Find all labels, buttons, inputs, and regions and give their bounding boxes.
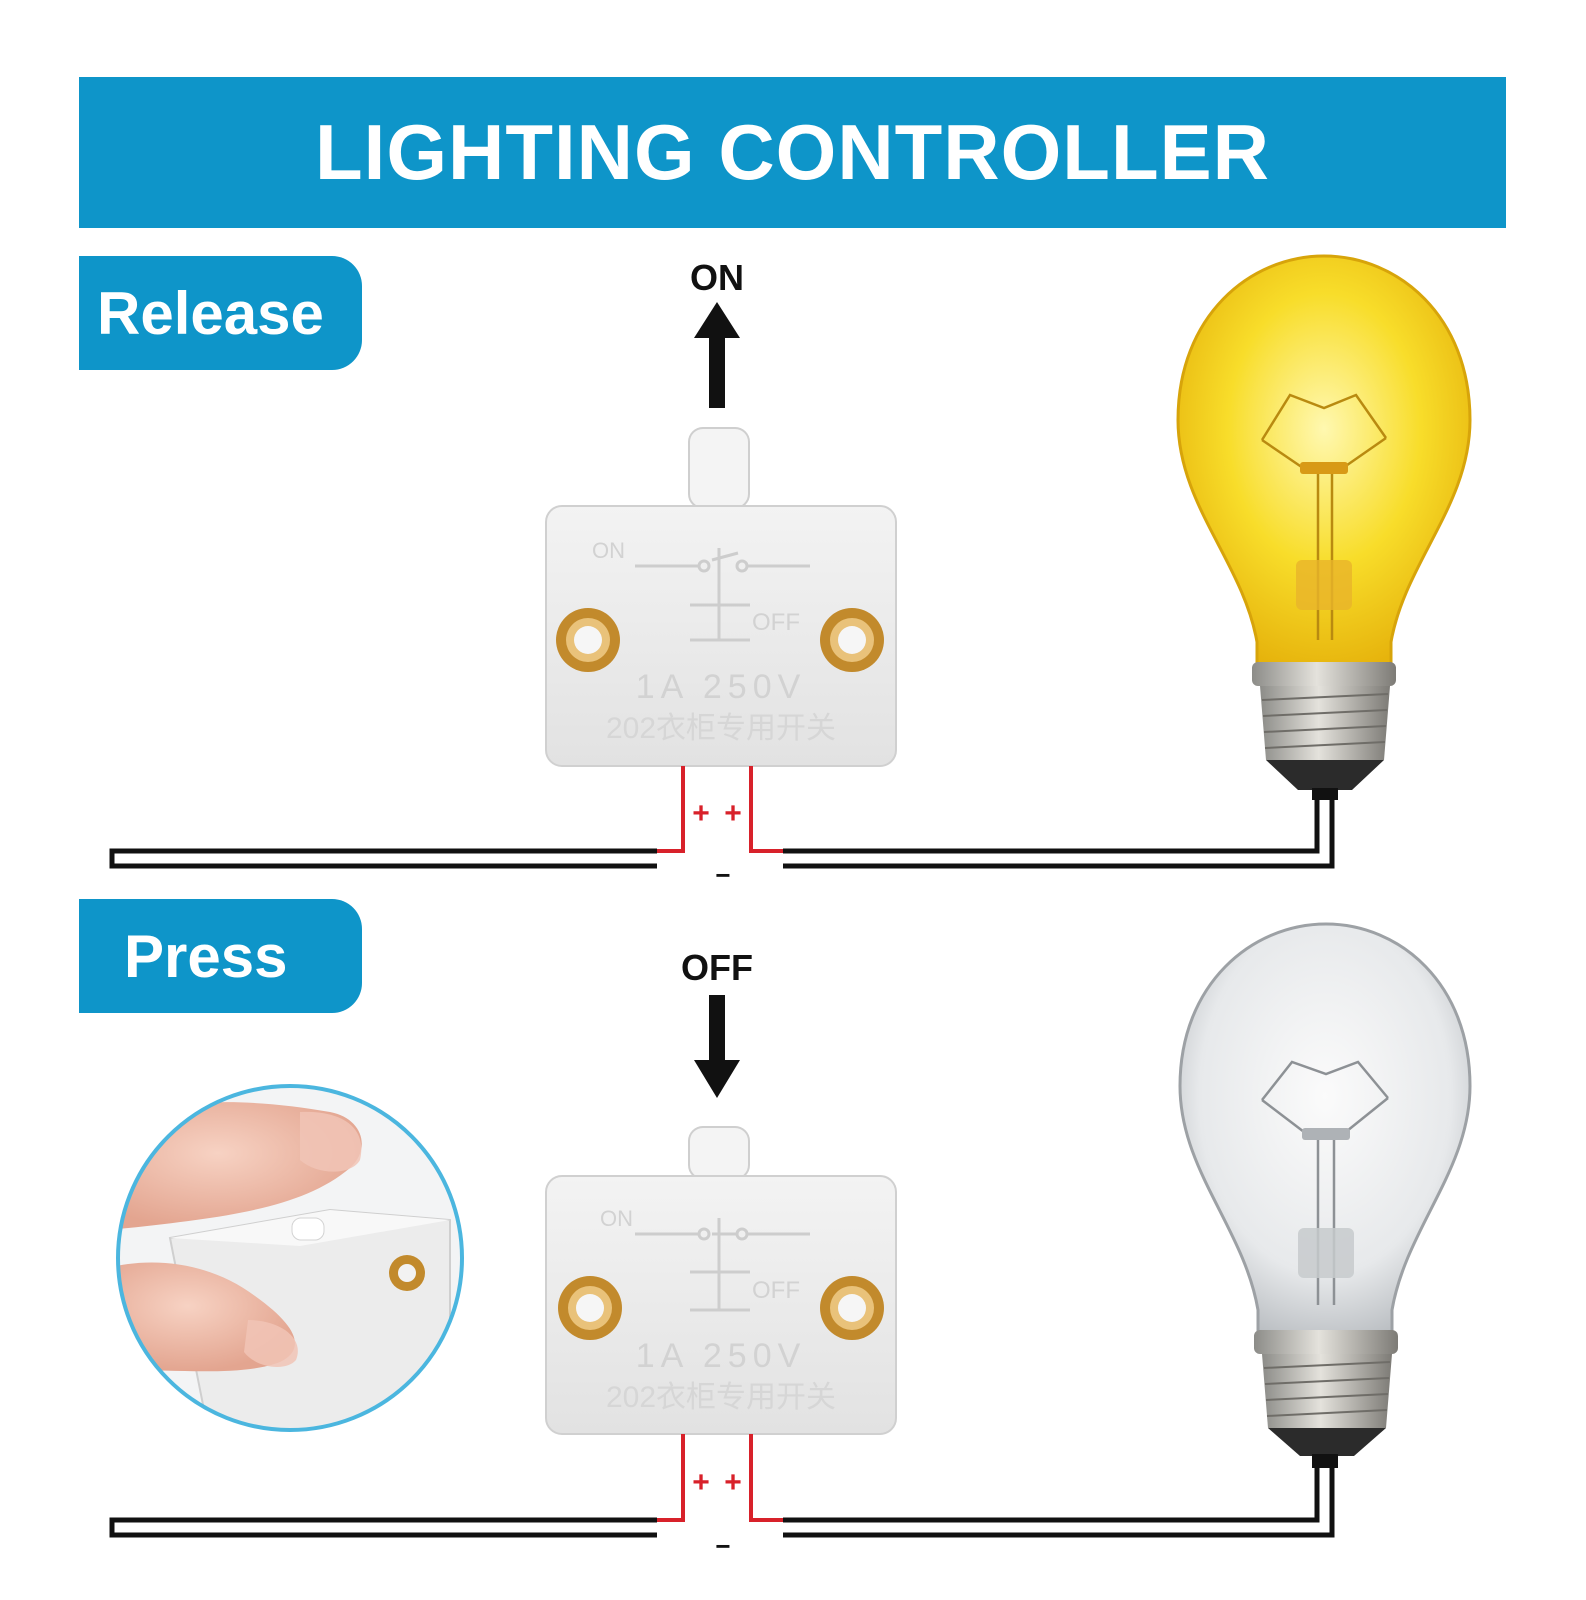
title-banner: LIGHTING CONTROLLER	[79, 77, 1506, 228]
release-state-label: Release	[97, 279, 324, 347]
lit-bulb-icon	[1176, 254, 1472, 800]
switch-rating: 1A 250V	[636, 1337, 807, 1375]
plus-terminal-a: +	[692, 797, 710, 830]
circuit-wire	[109, 1468, 1335, 1538]
press-state-label: Press	[124, 922, 288, 990]
minus-terminal: −	[715, 860, 730, 890]
bulb-screw-base	[1260, 686, 1390, 800]
mounting-hole-icon	[556, 608, 620, 672]
finger-pressing-switch-photo	[116, 1084, 464, 1432]
release-state-tab: Release	[79, 256, 362, 370]
release-panel: ON ON OFF 1A 250V 202衣柜专用开关	[109, 254, 1472, 890]
arrow-up-icon	[694, 302, 740, 408]
minus-terminal: −	[715, 1531, 730, 1561]
push-switch: ON OFF 1A 250V 202衣柜专用开关	[545, 505, 897, 767]
on-arrow-label: ON	[690, 257, 744, 298]
terminal-wires	[657, 1434, 783, 1522]
arrow-down-icon	[694, 995, 740, 1098]
plus-terminal-b: +	[724, 1466, 742, 1499]
mounting-hole-icon	[820, 1276, 884, 1340]
switch-rating: 1A 250V	[636, 668, 807, 706]
switch-on-mark: ON	[592, 538, 625, 563]
off-arrow-label: OFF	[681, 947, 753, 988]
press-state-tab: Press	[79, 899, 362, 1013]
unlit-bulb-icon	[1178, 922, 1472, 1468]
switch-off-mark: OFF	[752, 1277, 800, 1304]
plus-terminal-a: +	[692, 1466, 710, 1499]
push-switch: ON OFF 1A 250V 202衣柜专用开关	[545, 1175, 897, 1435]
circuit-wire	[109, 800, 1335, 869]
switch-model: 202衣柜专用开关	[606, 712, 836, 745]
mounting-hole-icon	[820, 608, 884, 672]
press-panel: OFF ON OFF 1A 250V 202衣柜专用开关	[109, 922, 1472, 1561]
switch-on-mark: ON	[600, 1206, 633, 1231]
bulb-screw-base	[1262, 1354, 1392, 1468]
plus-terminal-b: +	[724, 797, 742, 830]
plunger	[688, 1126, 750, 1180]
terminal-wires	[657, 766, 783, 853]
plunger	[688, 427, 750, 509]
mounting-hole-icon	[558, 1276, 622, 1340]
page-title: LIGHTING CONTROLLER	[315, 108, 1270, 196]
switch-off-mark: OFF	[752, 609, 800, 636]
switch-model: 202衣柜专用开关	[606, 1381, 836, 1414]
